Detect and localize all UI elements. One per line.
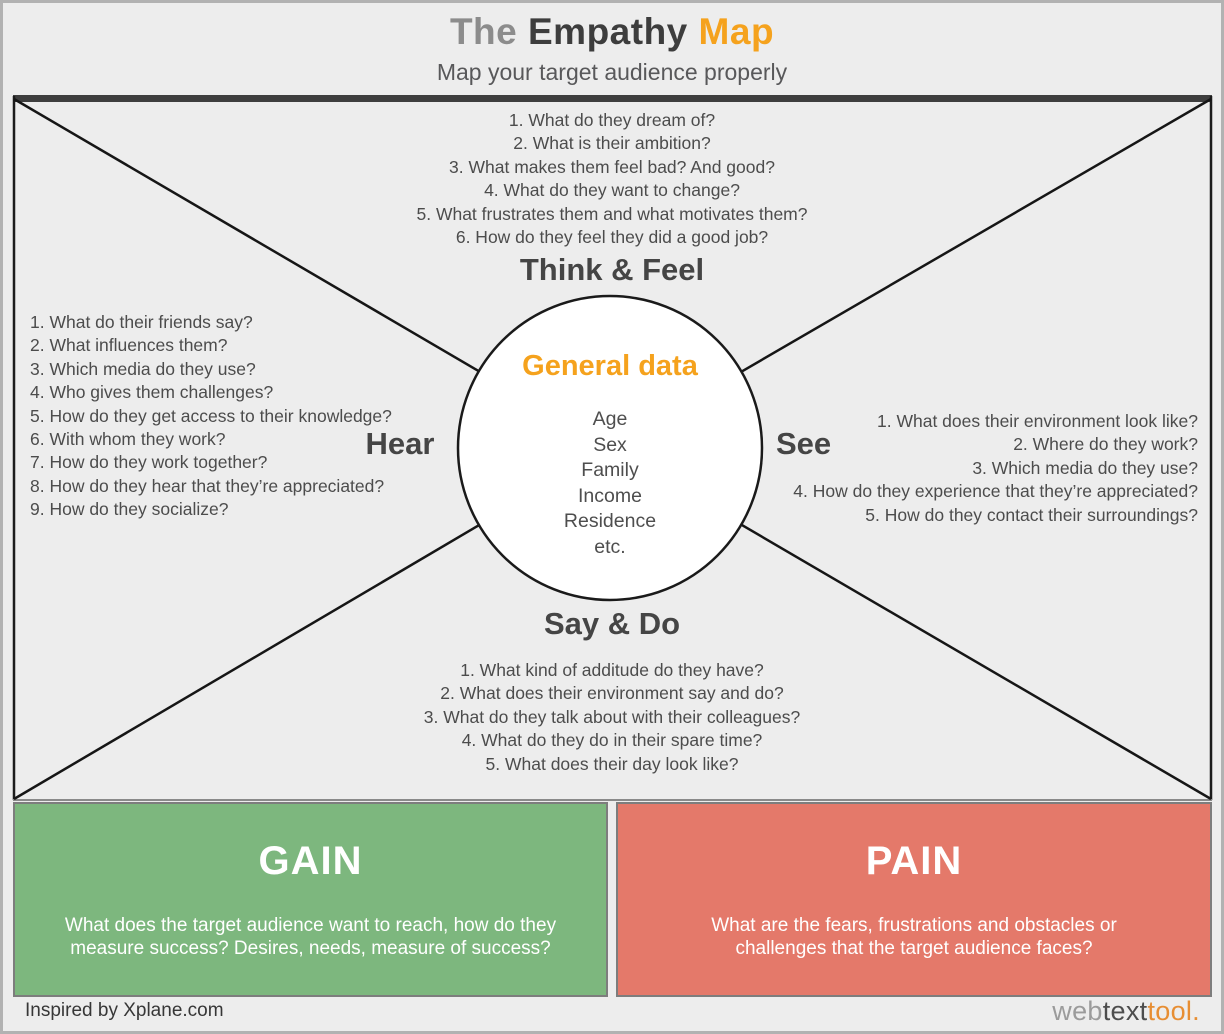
- general-data-heading: General data: [522, 350, 698, 382]
- hear-question: 2. What influences them?: [30, 335, 228, 356]
- general-data-item: Family: [581, 459, 639, 481]
- see-question: 5. How do they contact their surrounding…: [865, 504, 1198, 525]
- say-do-question: 2. What does their environment say and d…: [440, 683, 784, 704]
- hear-question: 1. What do their friends say?: [30, 312, 253, 332]
- hear-heading: Hear: [365, 426, 435, 461]
- see-heading: See: [776, 426, 832, 461]
- say-do-question: 1. What kind of additude do they have?: [460, 660, 764, 680]
- general-data-item: etc.: [594, 535, 626, 558]
- webtexttool-logo: webtexttool.: [1052, 996, 1200, 1027]
- think-feel-question: 6. How do they feel they did a good job?: [455, 227, 769, 248]
- pain-title: PAIN: [865, 838, 963, 883]
- pain-description: What are the fears, frustrations and obs…: [711, 914, 1117, 960]
- gain-description: What does the target audience want to re…: [64, 914, 557, 960]
- say-do-question: 5. What does their day look like?: [485, 753, 739, 774]
- hear-question: 7. How do they work together?: [30, 452, 268, 473]
- diagram-top-bar: [13, 95, 1212, 102]
- see-question-list: 1. What does their environment look like…: [793, 410, 1198, 527]
- credit-text: Inspired by Xplane.com: [25, 1000, 224, 1021]
- general-data-item: Sex: [593, 433, 627, 456]
- see-question: 2. Where do they work?: [1013, 434, 1198, 455]
- logo-part-tool: tool.: [1147, 996, 1200, 1026]
- general-data-item: Residence: [563, 510, 657, 532]
- think-feel-question: 4. What do they want to change?: [484, 180, 740, 201]
- page-title: The Empathy Map: [0, 11, 1224, 53]
- hear-question: 4. Who gives them challenges?: [30, 382, 274, 403]
- pain-box: PAIN What are the fears, frustrations an…: [616, 802, 1212, 997]
- think-feel-question: 2. What is their ambition?: [513, 133, 711, 154]
- center-circle: [456, 294, 764, 602]
- title-word-the: The: [449, 11, 528, 52]
- see-question: 4. How do they experience that they’re a…: [793, 481, 1198, 502]
- see-question: 3. Which media do they use?: [972, 457, 1198, 478]
- gain-box: GAIN What does the target audience want …: [13, 802, 608, 997]
- page-subtitle: Map your target audience properly: [436, 59, 788, 85]
- think-feel-question: 3. What makes them feel bad? And good?: [449, 156, 775, 177]
- title-word-empathy: Empathy: [528, 11, 699, 52]
- hear-question-list: 1. What do their friends say? 2. What inf…: [30, 311, 392, 522]
- hear-question: 3. Which media do they use?: [30, 358, 256, 379]
- say-do-question: 3. What do they talk about with their co…: [423, 706, 801, 727]
- logo-part-web: web: [1052, 996, 1103, 1026]
- see-question: 1. What does their environment look like…: [877, 411, 1198, 431]
- say-do-question-list: 1. What kind of additude do they have? 2.…: [0, 659, 1224, 776]
- hear-question: 9. How do they socialize?: [30, 499, 229, 520]
- say-do-heading: Say & Do: [543, 606, 681, 641]
- think-feel-question: 1. What do they dream of?: [508, 110, 716, 130]
- title-word-map: Map: [698, 11, 775, 52]
- logo-part-text: text: [1102, 996, 1148, 1026]
- hear-question: 5. How do they get access to their knowl…: [30, 405, 392, 426]
- think-feel-question-list: 1. What do they dream of? 2. What is thei…: [0, 109, 1224, 249]
- hear-question: 8. How do they hear that they’re appreci…: [30, 475, 385, 496]
- think-feel-question: 5. What frustrates them and what motivat…: [416, 203, 808, 224]
- general-data-item: Income: [578, 484, 642, 507]
- general-data-item: Age: [592, 408, 628, 430]
- hear-question: 6. With whom they work?: [30, 429, 226, 450]
- say-do-question: 4. What do they do in their spare time?: [461, 730, 763, 751]
- think-feel-heading: Think & Feel: [519, 252, 705, 287]
- gain-title: GAIN: [258, 838, 363, 883]
